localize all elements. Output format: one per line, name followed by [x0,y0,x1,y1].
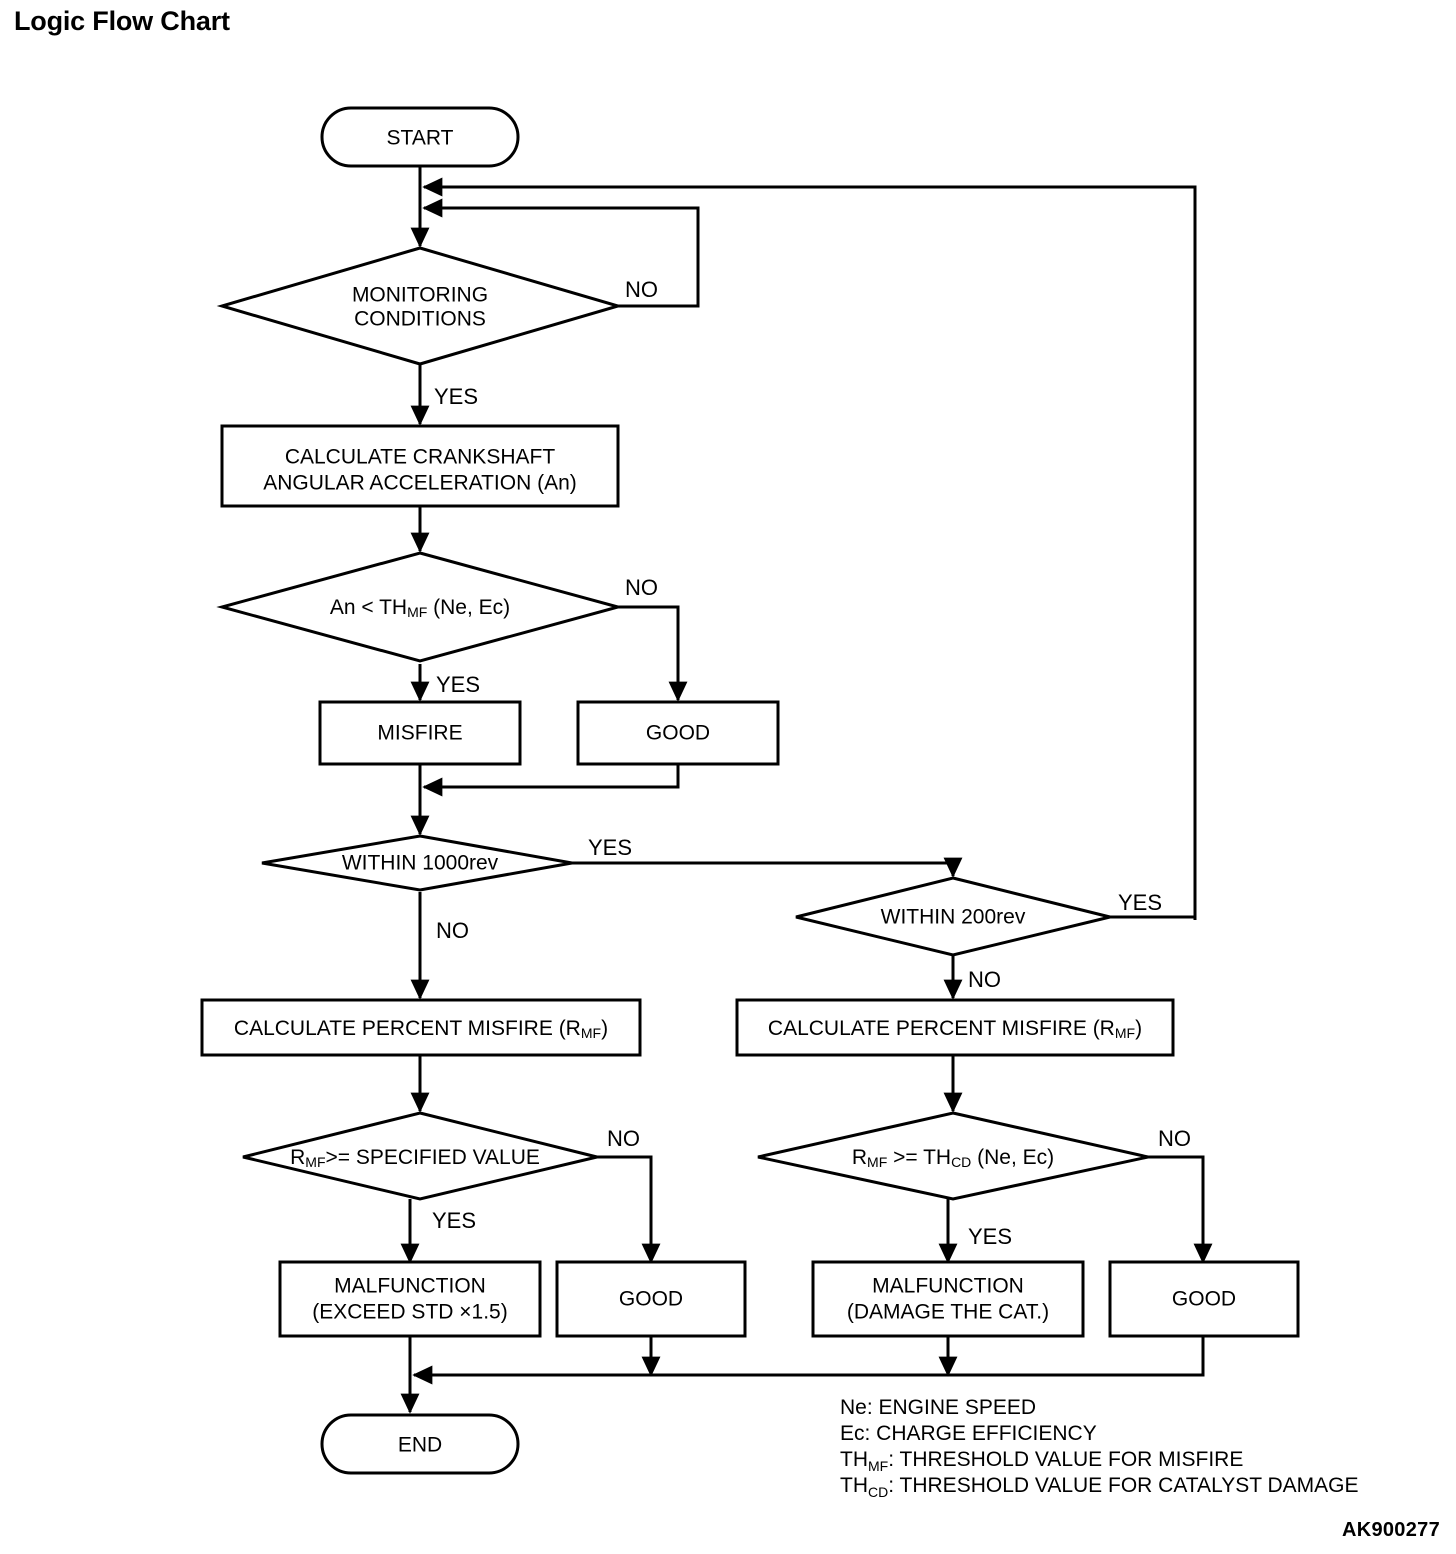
node-monitoring-conditions[interactable]: MONITORING CONDITIONS [216,246,624,366]
good-2-box-shape [555,1260,747,1338]
node-calculate-percent-misfire-left[interactable]: CALCULATE PERCENT MISFIRE (RMF) [200,998,642,1057]
within-200rev-diamond-shape [795,876,1111,957]
document-code: AK900277 [1341,1519,1440,1541]
label-an-no: NO [625,575,658,600]
edge-monitoring-no-feedback [422,198,700,308]
malfunction-exceed-std-label-line1: MALFUNCTION [334,1275,486,1298]
label-thcd-no: NO [1158,1126,1191,1151]
node-malfunction-exceed-std[interactable]: MALFUNCTION (EXCEED STD ×1.5) [278,1260,542,1338]
node-rmf-specified-value-decision[interactable]: RMF>= SPECIFIED VALUE [242,1111,598,1201]
legend-ec: Ec: CHARGE EFFICIENCY [840,1422,1097,1445]
node-an-threshold-decision[interactable]: An < THMF (Ne, Ec) [216,551,624,663]
good-1-label: GOOD [646,722,710,745]
good-1-box-shape [576,700,780,766]
within-1000rev-diamond-shape [261,834,573,892]
calculate-crankshaft-label-line1: CALCULATE CRANKSHAFT [285,446,555,469]
node-malfunction-damage-catalyst[interactable]: MALFUNCTION (DAMAGE THE CAT.) [811,1260,1085,1338]
within-1000rev-label: WITHIN 1000rev [342,852,499,875]
node-misfire[interactable]: MISFIRE [318,700,522,766]
label-rev1000-no: NO [436,918,469,943]
monitoring-conditions-label-line2: CONDITIONS [354,308,486,331]
rmf-specified-value-label: RMF>= SPECIFIED VALUE [290,1146,540,1170]
an-threshold-diamond-shape [216,551,624,663]
page-title: Logic Flow Chart [14,6,230,36]
edge-spec-no [597,1155,661,1264]
within-200rev-label: WITHIN 200rev [881,906,1026,929]
end-terminator-shape [320,1413,520,1475]
edge-good1-merge [422,764,680,797]
legend-thcd: THCD: THRESHOLD VALUE FOR CATALYST DAMAG… [840,1474,1359,1500]
rmf-thcd-diamond-shape [757,1111,1149,1201]
node-good-2[interactable]: GOOD [555,1260,747,1338]
legend-ne: Ne: ENGINE SPEED [840,1396,1036,1419]
malfunction-damage-catalyst-box-shape [811,1260,1085,1338]
an-threshold-label: An < THMF (Ne, Ec) [330,596,510,620]
label-an-yes: YES [436,672,480,697]
label-monitoring-no: NO [625,277,658,302]
calculate-percent-misfire-right-label: CALCULATE PERCENT MISFIRE (RMF) [768,1017,1142,1041]
malfunction-damage-catalyst-label-line1: MALFUNCTION [872,1275,1024,1298]
edge-rev200-yes-feedback [422,177,1197,920]
malfunction-exceed-std-label-line2: (EXCEED STD ×1.5) [312,1301,507,1324]
node-calculate-percent-misfire-right[interactable]: CALCULATE PERCENT MISFIRE (RMF) [735,998,1175,1057]
legend: Ne: ENGINE SPEED Ec: CHARGE EFFICIENCY T… [840,1396,1359,1500]
calculate-percent-misfire-left-label: CALCULATE PERCENT MISFIRE (RMF) [234,1017,608,1041]
node-within-200rev[interactable]: WITHIN 200rev [795,876,1111,957]
label-thcd-yes: YES [968,1224,1012,1249]
connector-layer [400,165,1213,1414]
calculate-percent-misfire-left-box-shape [200,998,642,1057]
label-rev200-no: NO [968,967,1001,992]
edge-good3-merge [412,1336,1205,1385]
malfunction-damage-catalyst-label-line2: (DAMAGE THE CAT.) [847,1301,1049,1324]
calculate-percent-misfire-right-box-shape [735,998,1175,1057]
misfire-box-shape [318,700,522,766]
edge-an-no-good [618,605,688,702]
node-good-1[interactable]: GOOD [576,700,780,766]
label-rev200-yes: YES [1118,890,1162,915]
node-rmf-thcd-decision[interactable]: RMF >= THCD (Ne, Ec) [757,1111,1149,1201]
node-end[interactable]: END [320,1413,520,1475]
calculate-crankshaft-box-shape [220,424,620,508]
label-rev1000-yes: YES [588,835,632,860]
monitoring-conditions-diamond-shape [216,246,624,366]
good-3-box-shape [1108,1260,1300,1338]
node-start[interactable]: START [320,106,520,168]
node-good-3[interactable]: GOOD [1108,1260,1300,1338]
good-2-label: GOOD [619,1288,683,1311]
node-calculate-crankshaft[interactable]: CALCULATE CRANKSHAFT ANGULAR ACCELERATIO… [220,424,620,508]
end-label: END [398,1434,442,1457]
good-3-label: GOOD [1172,1288,1236,1311]
label-spec-yes: YES [432,1208,476,1233]
legend-thmf: THMF: THRESHOLD VALUE FOR MISFIRE [840,1448,1243,1474]
calculate-crankshaft-label-line2: ANGULAR ACCELERATION (An) [263,472,577,495]
edge-rev1000-yes [572,857,963,878]
rmf-thcd-label: RMF >= THCD (Ne, Ec) [852,1146,1054,1170]
edge-thcd-no [1148,1155,1213,1264]
misfire-label: MISFIRE [377,722,462,745]
rmf-specified-value-diamond-shape [242,1111,598,1201]
start-terminator-shape [320,106,520,168]
label-spec-no: NO [607,1126,640,1151]
label-monitoring-yes: YES [434,384,478,409]
monitoring-conditions-label-line1: MONITORING [352,284,488,307]
node-within-1000rev[interactable]: WITHIN 1000rev [261,834,573,892]
malfunction-exceed-std-box-shape [278,1260,542,1338]
start-label: START [387,127,454,150]
